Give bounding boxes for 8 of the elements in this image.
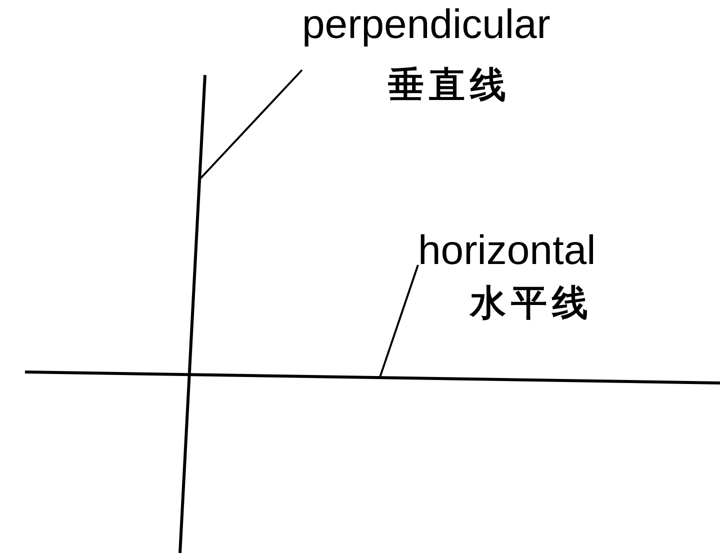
line-label: perpendicular [302,4,550,45]
leader-line [198,69,303,181]
line-label: 垂直线 [388,68,511,104]
horizontal-line [25,368,720,386]
line-label: 水平线 [470,286,593,322]
perpendicular-line [176,75,208,553]
leader-line [379,264,419,378]
line-label: horizontal [418,230,596,271]
